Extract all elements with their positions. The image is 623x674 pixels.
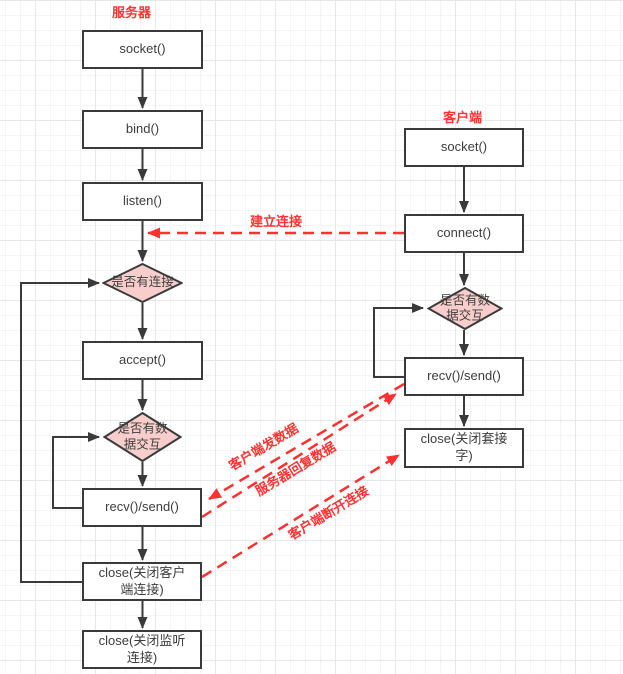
server-socket-node: socket() [82, 30, 203, 69]
server-title: 服务器 [112, 5, 152, 20]
client-title: 客户端 [443, 110, 483, 125]
edge-server-reply-data [201, 392, 397, 519]
client-connect-node: connect() [404, 214, 524, 253]
decision-label: 是否有数据交互 [439, 292, 490, 323]
decision-label: 是否有数据交互 [117, 421, 168, 451]
client-close-socket-node: close(关闭套接字) [404, 428, 524, 468]
server-accept-node: accept() [82, 341, 203, 380]
client-socket-node: socket() [404, 128, 524, 167]
decision-label: 是否有连接 [111, 275, 174, 290]
establish-connection-label: 建立连接 [250, 214, 303, 229]
edge-client-send-data [208, 382, 405, 501]
server-has-connection-decision: 是否有连接 [102, 263, 183, 303]
diamond-shape [102, 263, 183, 303]
server-close-listen-node: close(关闭监听连接) [82, 630, 202, 669]
server-listen-node: listen() [82, 182, 203, 221]
server-bind-node: bind() [82, 110, 203, 149]
edge-server-outer-loop [20, 278, 100, 583]
client-has-data-decision: 是否有数据交互 [427, 287, 503, 330]
edge-client-disconnect [201, 453, 400, 579]
client-recv-send-node: recv()/send() [404, 357, 524, 396]
server-recv-send-node: recv()/send() [82, 488, 202, 527]
diamond-shape [103, 412, 182, 462]
edge-client-loop [373, 303, 424, 378]
server-close-client-node: close(关闭客户端连接) [82, 562, 202, 601]
server-has-data-decision: 是否有数据交互 [103, 412, 182, 462]
diamond-shape [427, 287, 503, 330]
edge-server-inner-loop [52, 432, 100, 509]
